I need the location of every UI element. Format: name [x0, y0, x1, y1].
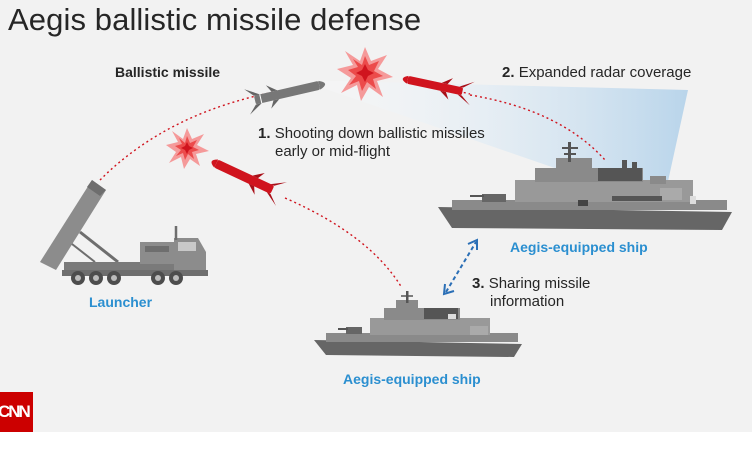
step-1-line2: early or mid-flight [275, 143, 391, 160]
diagram-artwork [40, 47, 732, 357]
interceptor-trajectory-bottom [284, 197, 403, 289]
page-title: Aegis ballistic missile defense [8, 2, 422, 37]
explosion-top-icon [337, 47, 393, 101]
missile-trajectory-continued [469, 94, 606, 161]
step-3-number: 3. [472, 275, 485, 292]
cnn-logo: CNN [0, 392, 33, 432]
launcher-label: Launcher [89, 294, 153, 310]
step-2-line1: Expanded radar coverage [518, 64, 692, 81]
step-3-line1: Sharing missile [488, 275, 591, 292]
step-1-number: 1. [258, 125, 271, 142]
aegis-ship-small-icon [314, 291, 522, 357]
ship-top-label: Aegis-equipped ship [510, 239, 648, 255]
step-1: 1. Shooting down ballistic missiles [258, 125, 485, 142]
data-link-arrow [442, 238, 478, 296]
ship-bottom-label: Aegis-equipped ship [343, 371, 481, 387]
diagram-canvas: Aegis ballistic missile defense Ballisti… [0, 0, 752, 432]
explosion-left-icon [166, 128, 209, 169]
cnn-logo-text: CNN [0, 402, 31, 421]
launcher-truck-icon [40, 180, 208, 285]
aegis-ship-large-icon [438, 142, 732, 230]
ballistic-missile-icon [244, 80, 326, 115]
step-3: 3. Sharing missile [472, 275, 590, 292]
step-2-number: 2. [502, 64, 515, 81]
step-1-line1: Shooting down ballistic missiles [274, 125, 485, 142]
ballistic-missile-label: Ballistic missile [115, 64, 221, 80]
step-3-line2: information [490, 293, 565, 310]
step-2: 2. Expanded radar coverage [502, 64, 691, 81]
